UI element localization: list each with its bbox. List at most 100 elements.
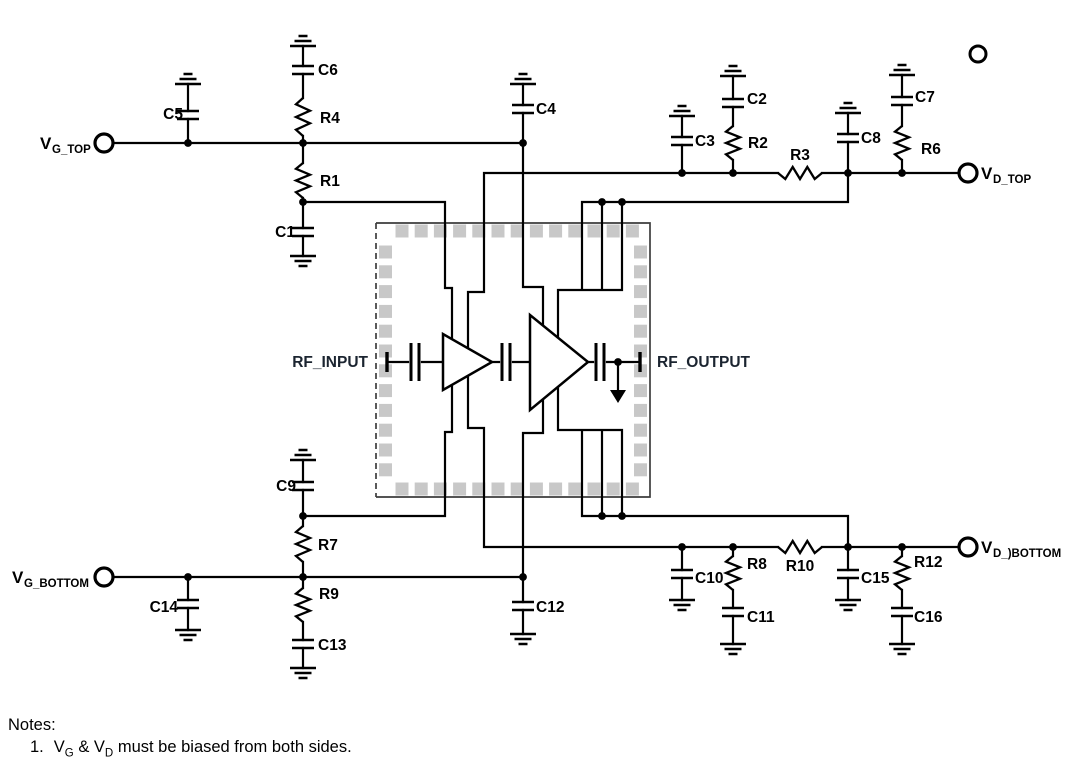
resistor-symbol [292,587,314,623]
chip-pad [549,482,563,496]
junction-dot [519,139,527,147]
chip-pad [634,423,647,437]
ground-symbol [175,72,201,86]
capacitor-symbol [722,97,744,109]
resistor-symbol [891,125,913,161]
ground-symbol [290,254,316,268]
chip-pad [634,285,647,299]
chip-pad [379,463,392,477]
resistor-symbol [292,162,313,199]
vd-top-label-sub: D_TOP [993,174,1031,186]
capacitor-symbol [837,132,859,144]
chip-pad [587,224,601,238]
chip-pad [634,403,647,417]
note-sub-d: D [104,747,114,760]
note-text: V [53,738,65,756]
label-c1: C1 [275,224,295,241]
vg-bottom-label: V [12,568,24,587]
junction-dot [299,573,307,581]
chip-pad [379,324,392,338]
vd-bottom-terminal [957,536,979,558]
label-r1: R1 [320,173,340,190]
chip-pad [379,304,392,318]
junction-dot [184,139,192,147]
junction-dot [614,358,622,366]
junction-dot [844,543,852,551]
vg-bottom-terminal [93,566,115,588]
chip-pad [379,344,392,358]
label-c9: C9 [276,478,296,495]
junction-dot [618,512,626,520]
vd-top-label: V [981,164,993,183]
rf-input-label: RF_INPUT [292,354,368,371]
ground-symbol [889,63,915,77]
capacitor-symbol [292,480,314,492]
chip-pad [529,482,543,496]
junction-dot [729,543,737,551]
capacitor-symbol [512,103,534,115]
ground-symbol [290,448,316,462]
label-r4: R4 [320,110,340,127]
resistor-symbol [722,555,744,591]
amplifier-stage-2 [528,312,590,413]
capacitor-symbol [177,109,199,121]
junction-dot [898,169,906,177]
junction-dot [519,573,527,581]
capacitor-symbol [891,95,913,107]
resistor-symbol [293,525,313,563]
terminal-circles [93,44,988,588]
ground-symbol [889,642,915,656]
resistor-symbol [777,164,823,182]
chip-pad [491,482,505,496]
chip-pad [472,224,486,238]
capacitor-symbol [177,598,199,610]
chip-pad [634,384,647,398]
vd-bottom-label-sub: D_)BOTTOM [993,548,1061,560]
label-c11: C11 [747,609,775,626]
capacitor-symbol [671,135,693,147]
chip-border [376,222,651,498]
chip-pad [549,224,563,238]
resistor-symbol [777,538,823,556]
label-r2: R2 [748,135,768,152]
notes-heading: Notes: [8,716,56,734]
capacitor-symbol [512,600,534,612]
chip-pad [634,245,647,259]
junction-dot [598,512,606,520]
capacitor-symbol [409,343,421,381]
capacitor-symbol [292,64,314,76]
label-r12: R12 [914,554,942,571]
ground-symbol [510,72,536,86]
note-text: & V [73,738,105,756]
label-c4: C4 [536,101,556,118]
label-c7: C7 [915,89,935,106]
chip-pad [529,224,543,238]
amplifier-stage-1 [441,331,495,393]
chip-pad [634,265,647,279]
vg-bottom-label-sub: G_BOTTOM [24,578,89,590]
ground-symbol [669,598,695,612]
junction-dot [678,169,686,177]
capacitor-symbol [722,606,744,618]
chip-pad [606,224,620,238]
vd-bottom-label: V [981,538,993,557]
label-r3: R3 [790,147,810,164]
junction-dot [184,573,192,581]
capacitor-symbol [500,343,512,381]
junction-dot [678,543,686,551]
ground-symbol [720,64,746,78]
chip-pad [379,384,392,398]
chip-pad [606,482,620,496]
component-symbols [175,34,915,680]
junction-dot [598,198,606,206]
label-r6: R6 [921,141,941,158]
chip-pad [414,224,428,238]
label-c15: C15 [861,570,890,587]
chip-pad [634,344,647,358]
chip-pad [634,304,647,318]
circuit-wires [111,44,959,670]
ground-symbol [835,101,861,115]
chip-pad [625,224,639,238]
